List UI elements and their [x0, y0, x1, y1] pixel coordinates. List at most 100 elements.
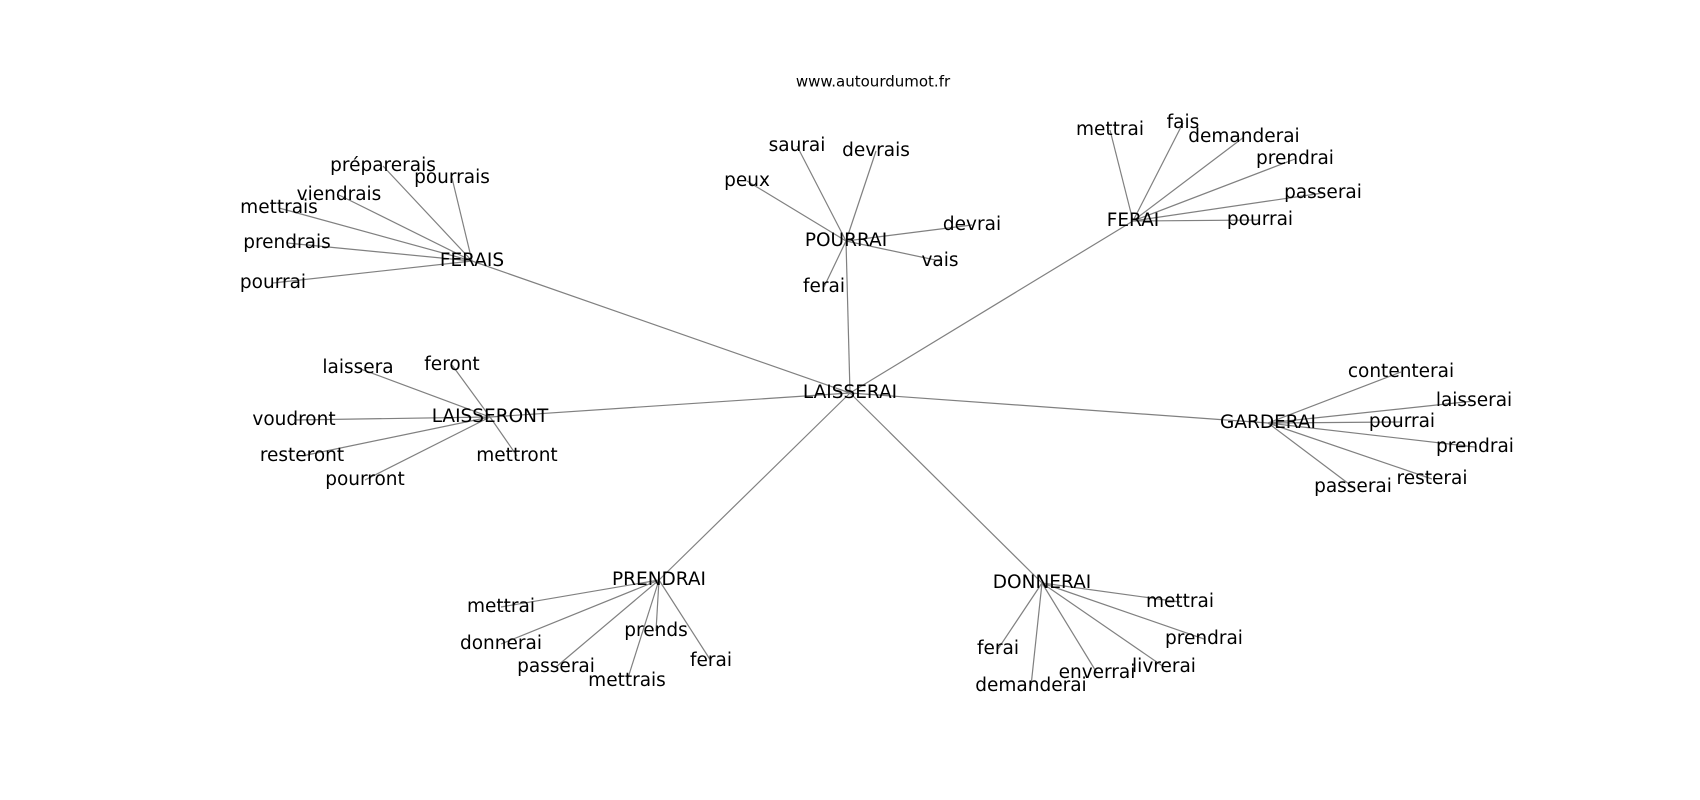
word-node-pourrai-1[interactable]: devrais: [842, 140, 910, 161]
word-node-garderai-2[interactable]: pourrai: [1369, 411, 1435, 432]
edge-pourrai-0: [796, 145, 847, 242]
edge-ferai-5: [1132, 219, 1261, 222]
word-node-prendrai-2[interactable]: prends: [624, 620, 687, 641]
edge-pourrai-2: [746, 180, 847, 242]
word-node-pourrai-4[interactable]: vais: [921, 250, 958, 271]
word-node-ferai-4[interactable]: passerai: [1284, 182, 1362, 203]
edge-donnerai-5: [1030, 582, 1043, 687]
edge-center-prendrai: [658, 392, 851, 581]
hub-node-prendrai[interactable]: PRENDRAI: [612, 569, 706, 590]
edge-garderai-5: [1267, 422, 1354, 488]
word-node-ferais-3[interactable]: mettrais: [240, 197, 318, 218]
edge-garderai-4: [1267, 422, 1433, 480]
edge-center-laisseront: [489, 392, 851, 418]
word-node-ferai-3[interactable]: prendrai: [1256, 148, 1334, 169]
word-node-donnerai-4[interactable]: livrerai: [1132, 656, 1196, 677]
word-node-ferai-5[interactable]: pourrai: [1227, 209, 1293, 230]
word-node-ferais-5[interactable]: pourrai: [240, 272, 306, 293]
edge-donnerai-2: [997, 582, 1043, 650]
word-node-laisseront-2[interactable]: voudront: [252, 409, 335, 430]
word-node-donnerai-1[interactable]: prendrai: [1165, 628, 1243, 649]
hub-node-laisseront[interactable]: LAISSERONT: [432, 406, 549, 427]
word-node-pourrai-2[interactable]: peux: [724, 170, 770, 191]
edge-laisseront-1: [451, 364, 491, 418]
edge-pourrai-3: [845, 224, 973, 242]
word-node-donnerai-0[interactable]: mettrai: [1146, 591, 1214, 612]
edge-ferais-0: [382, 165, 473, 262]
site-caption: www.autourdumot.fr: [796, 73, 951, 91]
edge-ferai-4: [1132, 192, 1324, 222]
word-node-garderai-0[interactable]: contenterai: [1348, 361, 1454, 382]
word-node-laisseront-4[interactable]: pourront: [325, 469, 405, 490]
edge-prendrai-4: [626, 579, 660, 682]
graph-edges: [272, 122, 1476, 687]
edge-laisseront-4: [364, 416, 491, 481]
edge-prendrai-2: [655, 579, 660, 632]
hub-node-garderai[interactable]: GARDERAI: [1220, 412, 1316, 433]
word-node-garderai-4[interactable]: resterai: [1397, 468, 1468, 489]
hub-node-ferais[interactable]: FERAIS: [440, 250, 504, 271]
edge-ferai-1: [1132, 122, 1184, 222]
edge-laisseront-3: [301, 416, 491, 457]
word-node-ferais-0[interactable]: préparerais: [330, 155, 436, 176]
edge-center-ferais: [471, 260, 851, 394]
edge-center-donnerai: [849, 392, 1043, 584]
edge-donnerai-0: [1041, 582, 1181, 603]
edge-prendrai-0: [500, 579, 660, 608]
graph-labels: www.autourdumot.fr FERAISprépareraispour…: [240, 73, 1514, 697]
edge-prendrai-5: [658, 579, 712, 662]
word-node-pourrai-0[interactable]: saurai: [769, 135, 826, 156]
edge-garderai-3: [1267, 422, 1476, 448]
word-node-laisseront-3[interactable]: resteront: [260, 445, 344, 466]
word-node-donnerai-3[interactable]: enverrai: [1059, 662, 1136, 683]
word-node-donnerai-2[interactable]: ferai: [977, 638, 1019, 659]
word-node-garderai-1[interactable]: laisserai: [1436, 390, 1512, 411]
hub-node-donnerai[interactable]: DONNERAI: [993, 572, 1091, 593]
word-node-ferais-2[interactable]: viendrais: [297, 184, 382, 205]
edge-ferai-0: [1109, 129, 1134, 222]
edge-ferais-5: [272, 260, 473, 284]
edge-laisseront-5: [489, 416, 518, 457]
hub-node-ferai[interactable]: FERAI: [1107, 210, 1160, 231]
word-node-laisseront-0[interactable]: laissera: [322, 357, 393, 378]
word-node-ferai-1[interactable]: fais: [1167, 112, 1200, 133]
edge-ferai-3: [1132, 158, 1296, 222]
edge-donnerai-4: [1041, 582, 1165, 668]
hub-node-pourrai[interactable]: POURRAI: [805, 230, 887, 251]
edge-pourrai-4: [845, 240, 941, 262]
word-node-prendrai-4[interactable]: mettrais: [588, 670, 666, 691]
edge-center-ferai: [849, 220, 1134, 394]
edge-donnerai-1: [1041, 582, 1205, 640]
edge-ferais-4: [286, 242, 473, 262]
word-node-ferais-4[interactable]: prendrais: [243, 232, 331, 253]
edge-garderai-2: [1267, 421, 1403, 424]
center-node[interactable]: LAISSERAI: [803, 382, 897, 403]
word-node-garderai-3[interactable]: prendrai: [1436, 436, 1514, 457]
word-node-laisseront-5[interactable]: mettront: [476, 445, 557, 466]
edge-laisseront-2: [293, 416, 491, 421]
edge-garderai-0: [1267, 371, 1402, 424]
edge-pourrai-1: [845, 150, 877, 242]
edge-garderai-1: [1267, 400, 1475, 424]
edge-center-pourrai: [845, 240, 851, 394]
word-node-prendrai-0[interactable]: mettrai: [467, 596, 535, 617]
edge-prendrai-3: [555, 579, 660, 668]
word-node-pourrai-3[interactable]: devrai: [943, 214, 1001, 235]
word-node-ferai-2[interactable]: demanderai: [1188, 126, 1299, 147]
edge-ferai-2: [1132, 136, 1245, 222]
edge-ferais-1: [451, 177, 473, 262]
word-node-pourrai-5[interactable]: ferai: [803, 276, 845, 297]
word-node-prendrai-3[interactable]: passerai: [517, 656, 595, 677]
word-node-garderai-5[interactable]: passerai: [1314, 476, 1392, 497]
word-node-donnerai-5[interactable]: demanderai: [975, 675, 1086, 696]
word-node-ferai-0[interactable]: mettrai: [1076, 119, 1144, 140]
edge-prendrai-1: [500, 579, 660, 645]
edge-laisseront-0: [357, 367, 491, 418]
edge-center-garderai: [849, 392, 1269, 424]
word-node-prendrai-5[interactable]: ferai: [690, 650, 732, 671]
word-node-ferais-1[interactable]: pourrais: [414, 167, 490, 188]
edge-ferais-2: [338, 194, 473, 262]
word-node-laisseront-1[interactable]: feront: [424, 354, 479, 375]
word-node-prendrai-1[interactable]: donnerai: [460, 633, 542, 654]
